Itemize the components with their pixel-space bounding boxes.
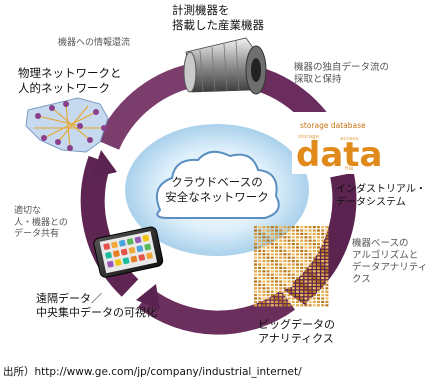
label-data-stream: 機器の独自データ流の 採取と保持 [294,62,390,86]
center-cloud-label: クラウドベースの 安全なネットワーク [165,175,269,204]
label-network: 物理ネットワークと 人的ネットワーク [18,66,122,95]
network-map-graphic [25,97,109,153]
arrow-head-4 [92,150,117,178]
data-subwords: storage database [300,121,366,130]
label-feedback: 機器への情報還流 [58,38,131,48]
svg-text:file: file [345,166,354,172]
label-big-data: ビッグデータの アナリティクス [258,318,335,346]
label-remote-data: 遠隔データ／ 中央集中データの可視化 [36,292,157,320]
label-industrial-machine: 計測機器を 搭載した産業機器 [172,3,264,32]
smartphone-icon [93,226,164,278]
data-wordcloud-graphic: data storage database access storage fil… [292,112,382,175]
ring-arc-bottom [137,288,296,335]
cloud-shape [125,124,309,256]
svg-text:storage: storage [298,134,320,140]
ring-arc-right [292,172,357,302]
source-citation: 出所）http://www.ge.com/jp/company/industri… [3,366,302,378]
label-algorithms: 機器ベースの アルゴリズムと データアナリティクス [352,238,428,286]
arrow-head-3 [136,284,160,310]
svg-text:access: access [340,136,359,142]
turbine-icon [183,37,267,95]
bigdata-matrix-graphic [254,226,329,307]
label-sharing: 適切な 人・機器との データ共有 [14,206,68,240]
label-industrial-system: インダストリアル・ データシステム [336,184,426,208]
data-word: data [296,135,382,175]
